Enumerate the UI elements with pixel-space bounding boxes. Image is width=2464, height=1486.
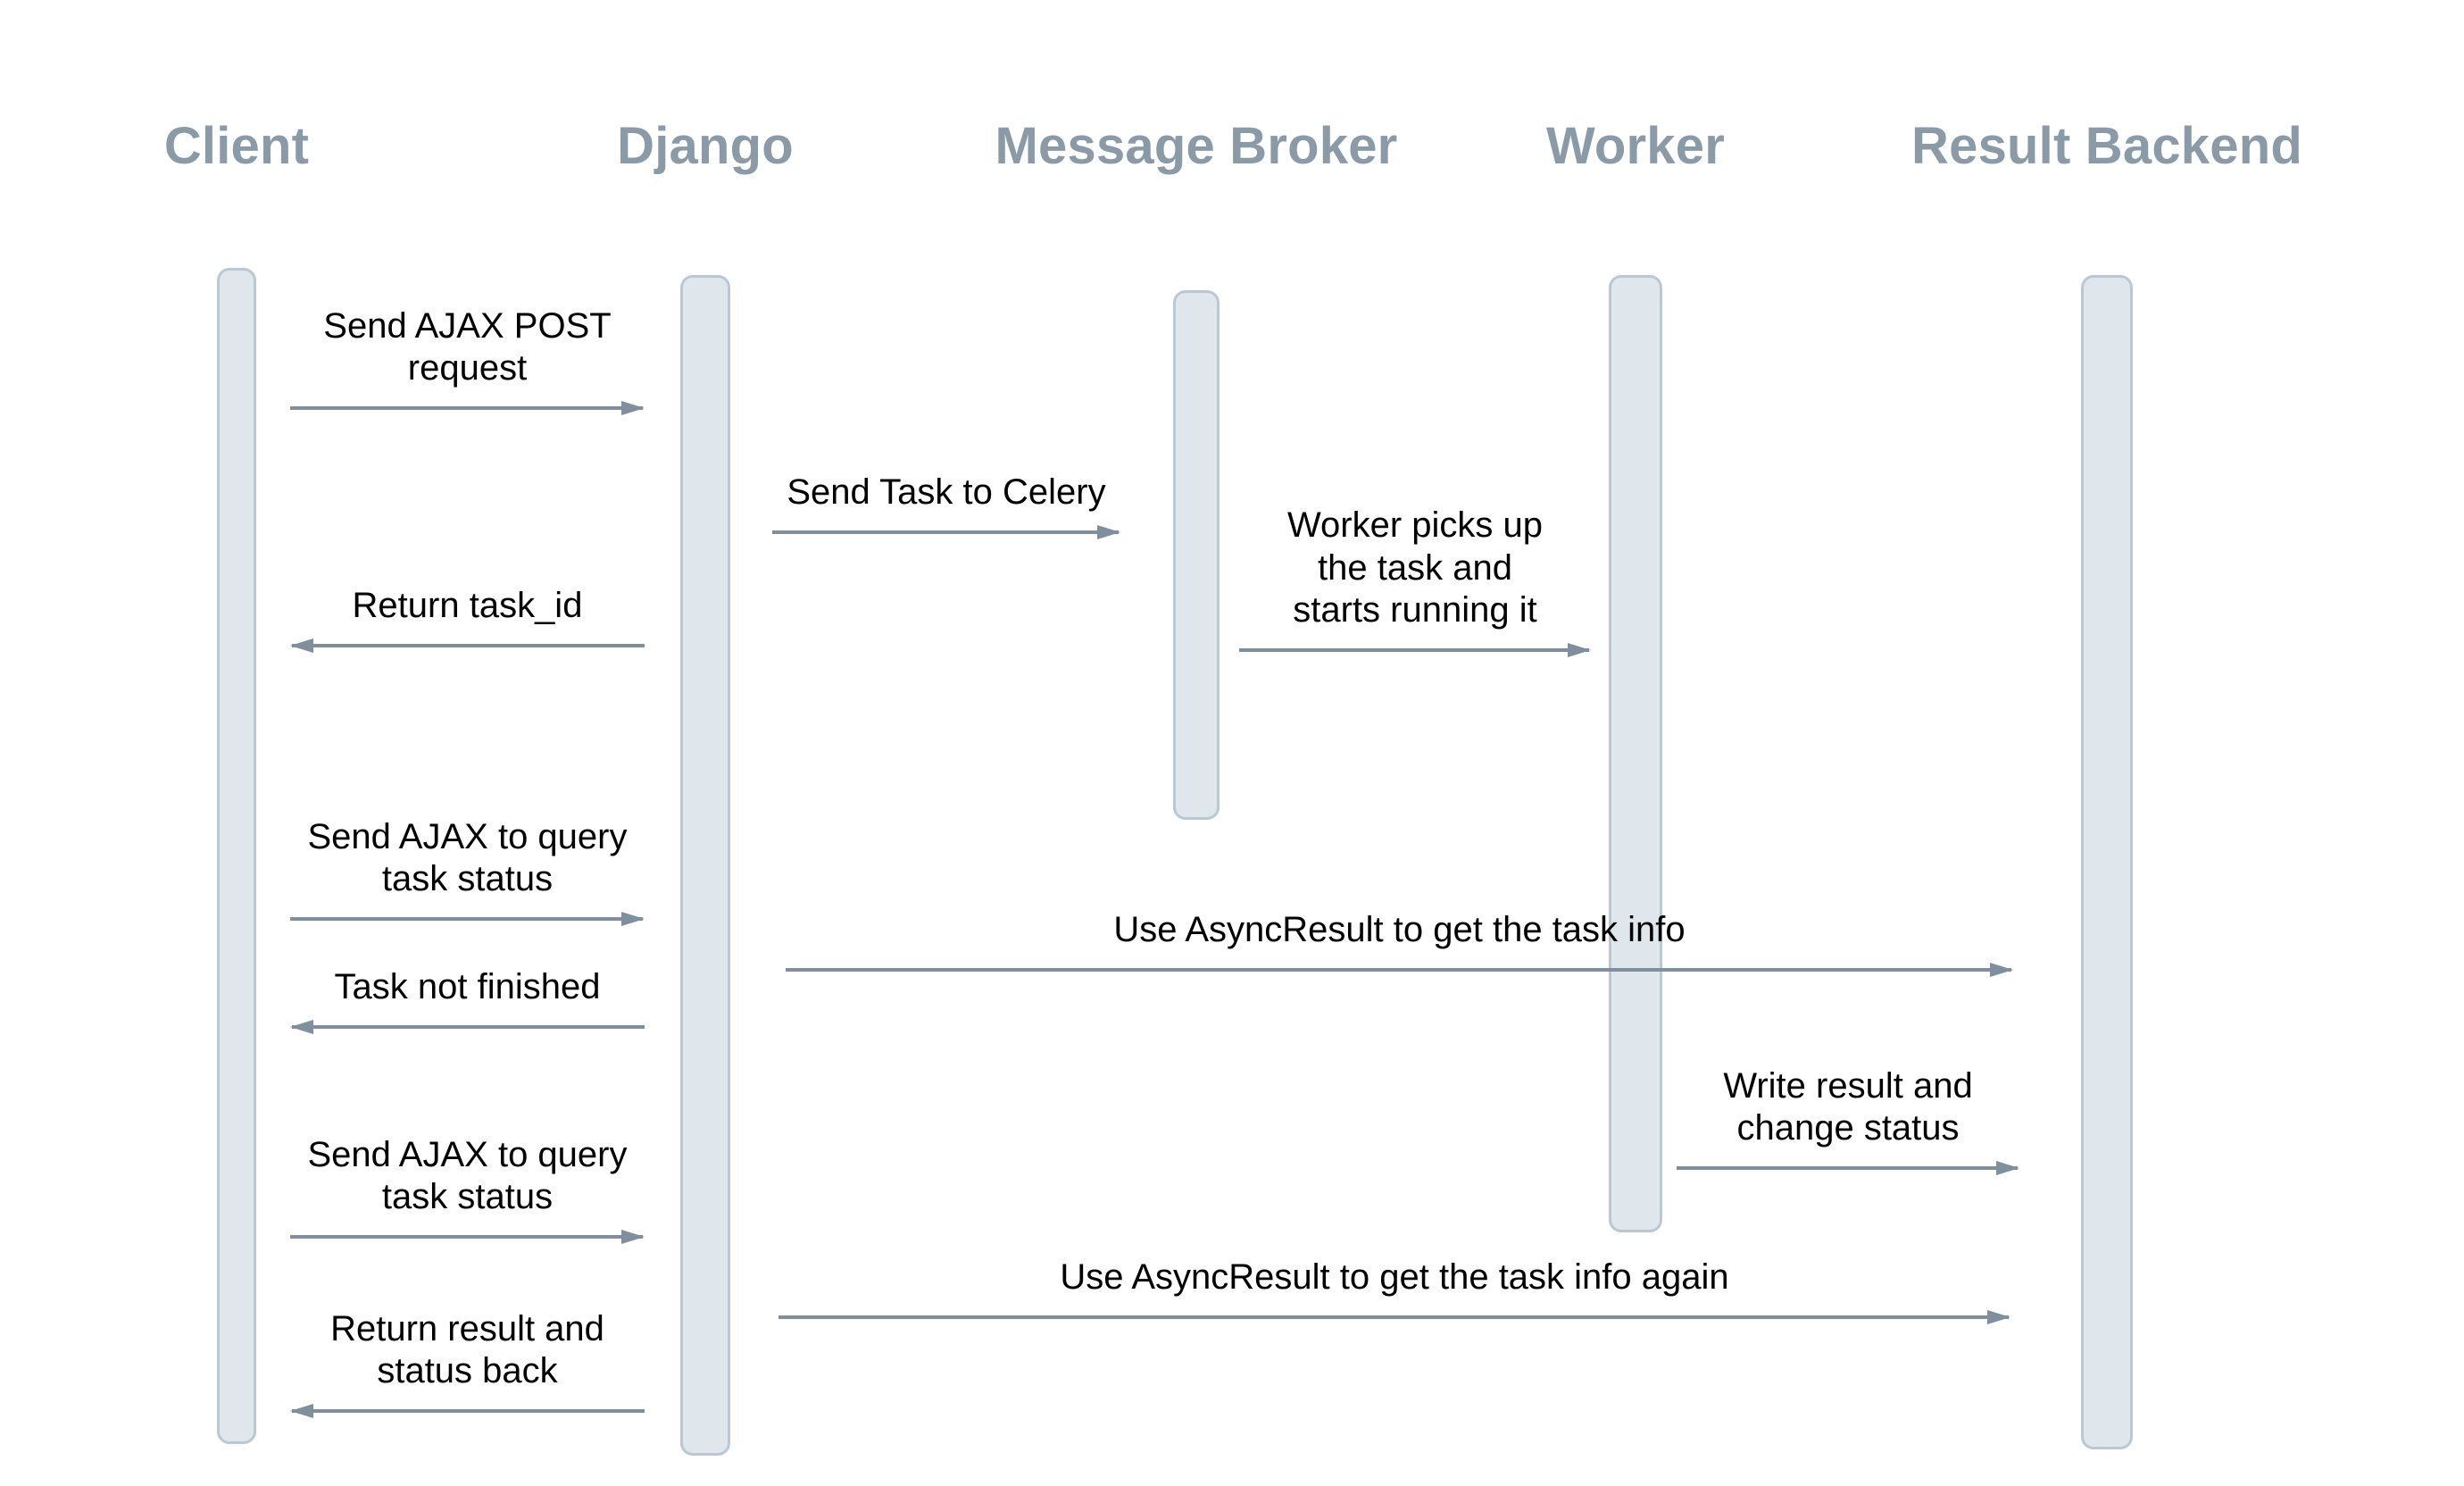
message-label-m3: Worker picks up the task and starts runn… (1286, 505, 1543, 630)
activation-bar-client (217, 268, 256, 1444)
activation-bar-backend (2081, 275, 2133, 1449)
message-label-m11: Return result and status back (330, 1308, 604, 1390)
message-m2: Send Task to Celery (772, 356, 1120, 539)
message-label-m2: Send Task to Celery (787, 472, 1106, 512)
message-arrow-m7 (290, 1016, 645, 1034)
lifeline-label-client: Client (163, 117, 310, 175)
message-m10: Use AsyncResult to get the task info aga… (778, 1141, 2010, 1324)
message-label-m10: Use AsyncResult to get the task info aga… (1060, 1256, 1729, 1297)
message-arrow-m5 (290, 908, 645, 926)
message-label-m8: Write result and change status (1723, 1065, 1973, 1148)
lifeline-label-backend: Result Backend (1911, 117, 2302, 175)
message-label-m6: Use AsyncResult to get the task info (1113, 909, 1686, 949)
message-m11: Return result and status back (290, 1235, 645, 1418)
lifeline-label-broker: Message Broker (995, 117, 1398, 175)
message-arrow-m6 (786, 959, 2013, 977)
message-label-m4: Return task_id (352, 585, 583, 625)
message-arrow-m10 (778, 1307, 2010, 1324)
message-arrow-m1 (290, 397, 645, 415)
message-m9: Send AJAX to query task status (290, 1061, 645, 1244)
lifeline-label-worker: Worker (1546, 117, 1725, 175)
lifeline-label-django: Django (617, 117, 794, 175)
message-m4: Return task_id (290, 470, 645, 653)
message-label-m7: Task not finished (334, 966, 601, 1006)
message-arrow-m3 (1239, 639, 1591, 657)
message-m1: Send AJAX POST request (290, 232, 645, 415)
message-arrow-m9 (290, 1226, 645, 1244)
message-m3: Worker picks up the task and starts runn… (1239, 474, 1591, 657)
activation-bar-worker (1609, 275, 1662, 1232)
message-m7: Task not finished (290, 851, 645, 1034)
message-m8: Write result and change status (1677, 992, 2019, 1175)
message-arrow-m4 (290, 635, 645, 653)
message-arrow-m2 (772, 522, 1120, 539)
message-label-m9: Send AJAX to query task status (307, 1134, 628, 1216)
activation-bar-broker (1173, 290, 1220, 820)
message-m6: Use AsyncResult to get the task info (786, 794, 2013, 977)
message-label-m1: Send AJAX POST request (323, 305, 612, 388)
message-arrow-m11 (290, 1400, 645, 1418)
message-arrow-m8 (1677, 1157, 2019, 1175)
activation-bar-django (680, 275, 730, 1456)
